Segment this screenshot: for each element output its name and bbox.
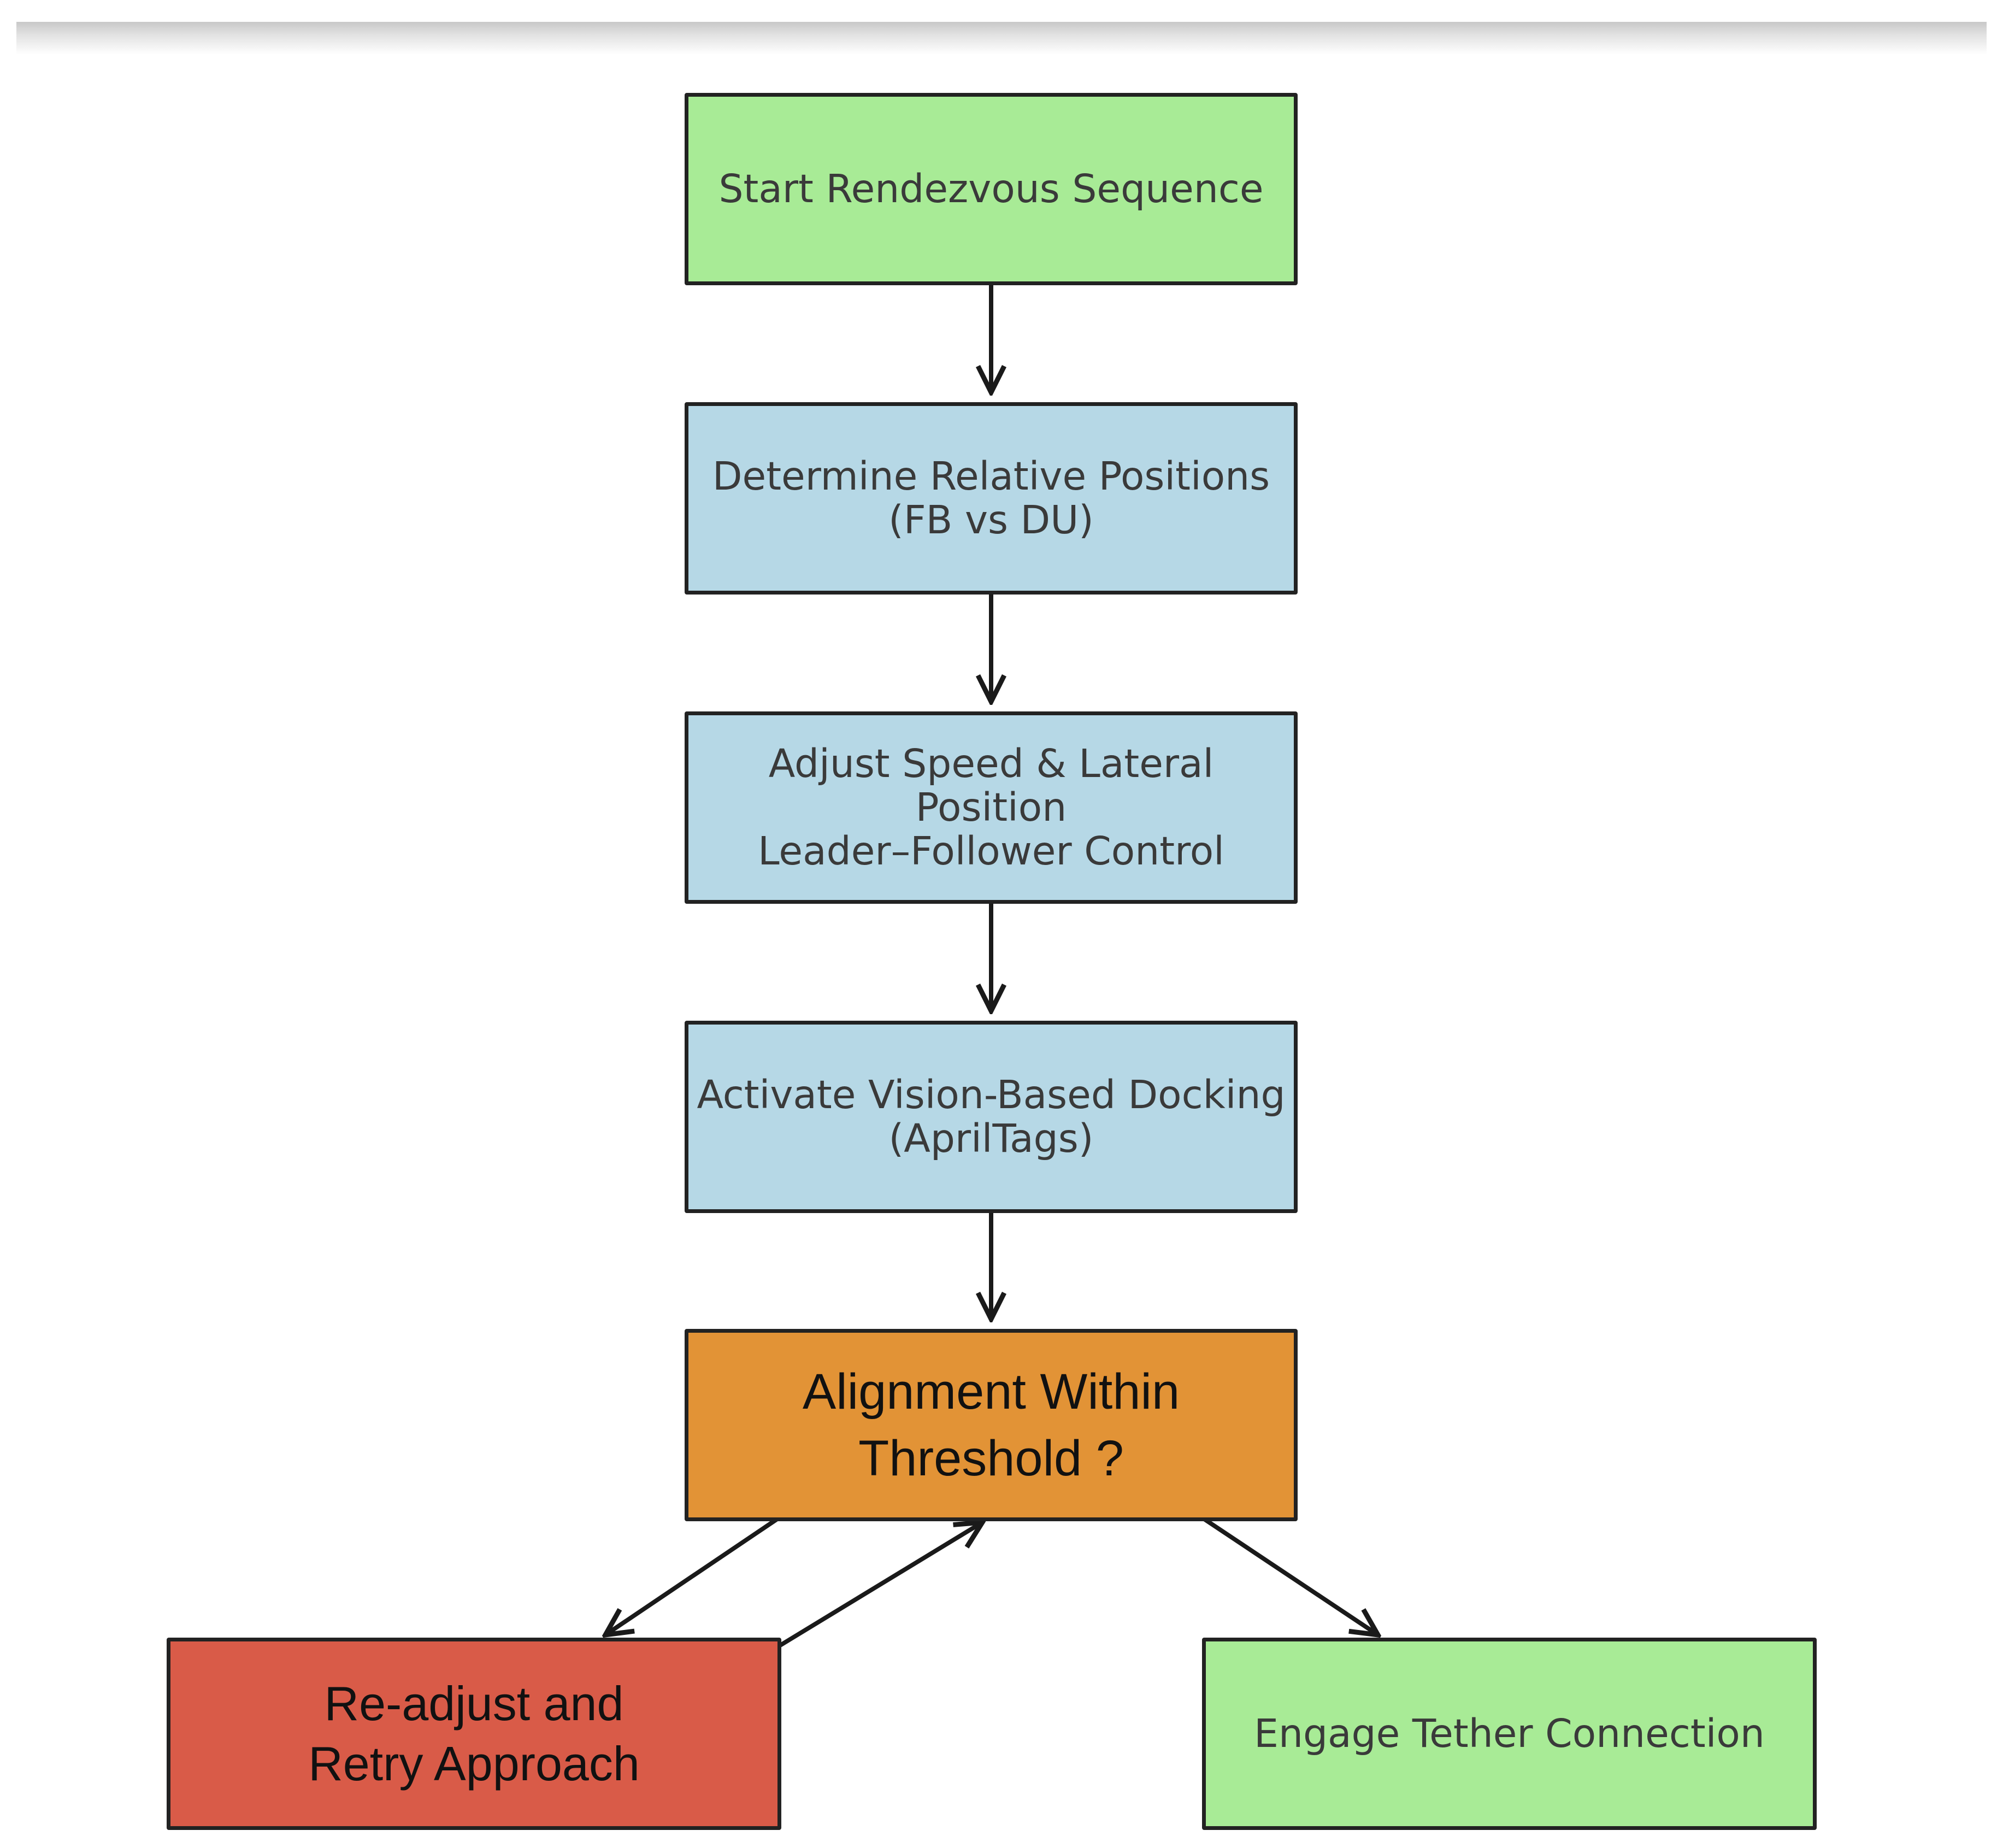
engage-tether-node: Engage Tether Connection (1202, 1638, 1817, 1830)
edge-decision-to-engage (1183, 1504, 1378, 1635)
determine-positions-node: Determine Relative Positions (FB vs DU) (685, 402, 1298, 595)
alignment-decision-label: Alignment Within Threshold ? (802, 1364, 1180, 1486)
adjust-speed-label: Adjust Speed & Lateral Position Leader–F… (758, 741, 1224, 874)
determine-positions-label: Determine Relative Positions (FB vs DU) (712, 454, 1270, 543)
start-rendezvous-node: Start Rendezvous Sequence (685, 93, 1298, 285)
retry-approach-node: Re-adjust and Retry Approach (167, 1638, 781, 1830)
edge-decision-to-retry (605, 1504, 798, 1635)
start-rendezvous-label: Start Rendezvous Sequence (718, 166, 1264, 211)
top-shadow-bar (16, 22, 1987, 55)
activate-docking-label: Activate Vision-Based Docking (AprilTags… (697, 1072, 1286, 1161)
edge-retry-to-decision (769, 1522, 982, 1653)
adjust-speed-node: Adjust Speed & Lateral Position Leader–F… (685, 711, 1298, 904)
retry-approach-label: Re-adjust and Retry Approach (308, 1676, 640, 1791)
engage-tether-label: Engage Tether Connection (1254, 1711, 1765, 1756)
activate-docking-node: Activate Vision-Based Docking (AprilTags… (685, 1021, 1298, 1213)
alignment-decision-node: Alignment Within Threshold ? (685, 1329, 1298, 1521)
